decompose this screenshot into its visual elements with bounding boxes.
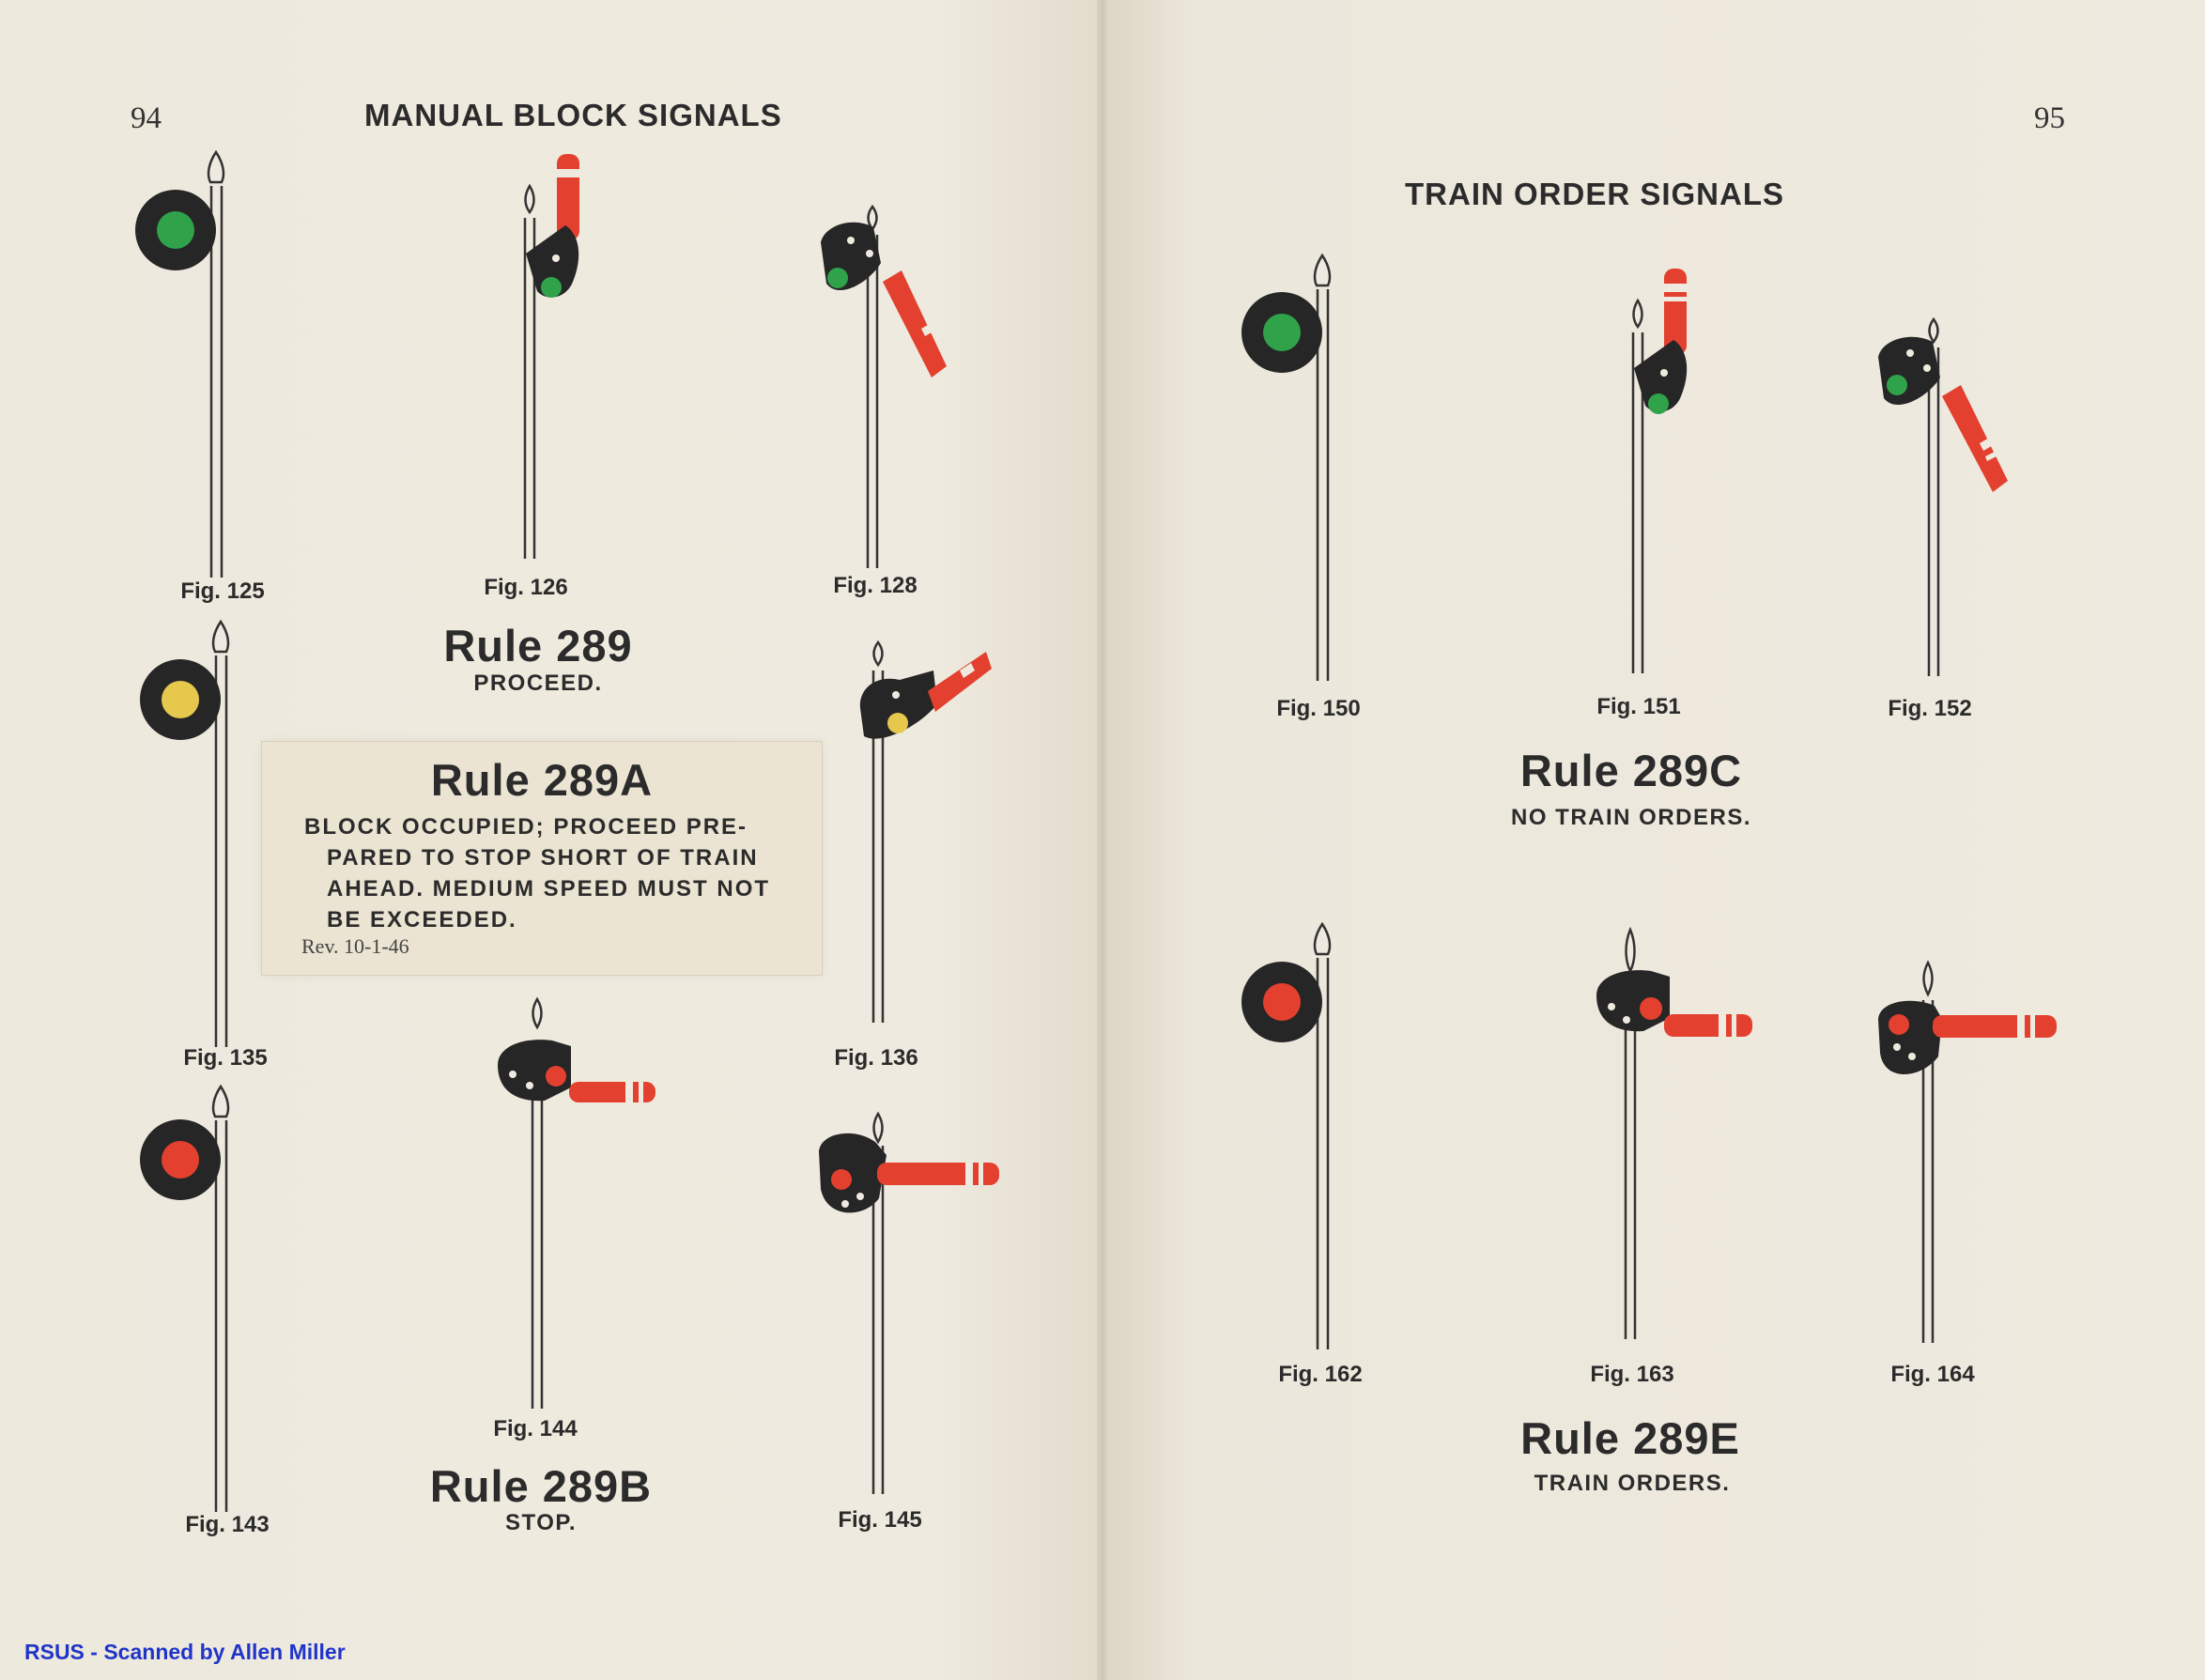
figure-caption: Fig. 164 (1890, 1362, 1975, 1387)
figure-caption: Fig. 152 (1888, 696, 1972, 721)
page-number-right: 95 (2034, 101, 2065, 135)
semaphore-stop-icon (819, 1111, 999, 1494)
disc-signal-yellow-icon (140, 619, 230, 1047)
figure-caption: Fig. 145 (838, 1507, 922, 1533)
figure-caption: Fig. 136 (834, 1045, 918, 1071)
figure-caption: Fig. 125 (180, 578, 265, 604)
semaphore-stop-icon (498, 996, 655, 1409)
figure-caption: Fig. 143 (185, 1512, 270, 1537)
rule-289e-description: TRAIN ORDERS. (1534, 1471, 1731, 1496)
semaphore-proceed-icon (523, 154, 579, 559)
disc-signal-red-icon (1241, 921, 1332, 1349)
running-head-left: MANUAL BLOCK SIGNALS (364, 98, 782, 132)
rule-289e-title: Rule 289E (1520, 1413, 1740, 1463)
disc-signal-green-icon (135, 149, 225, 578)
semaphore-caution-icon (859, 640, 992, 1023)
figure-caption: Fig. 135 (183, 1045, 268, 1071)
rule-289a-line: BLOCK OCCUPIED; PROCEED PRE- (304, 814, 748, 840)
semaphore-stop-icon (1878, 960, 2057, 1343)
figure-caption: Fig. 162 (1278, 1362, 1363, 1387)
figure-caption: Fig. 151 (1596, 694, 1681, 719)
rule-289a-revision: Rev. 10-1-46 (301, 934, 409, 958)
rule-289b-description: STOP. (505, 1510, 577, 1535)
rule-289-description: PROCEED. (473, 670, 603, 696)
figure-caption: Fig. 144 (493, 1416, 578, 1441)
figure-caption: Fig. 163 (1590, 1362, 1674, 1387)
rule-289a-line: PARED TO STOP SHORT OF TRAIN (327, 845, 759, 871)
semaphore-proceed-icon (1878, 316, 2008, 676)
semaphore-proceed-icon (1631, 269, 1688, 673)
rule-289a-line: BE EXCEEDED. (327, 907, 517, 932)
book-gutter (1097, 0, 1108, 1680)
figure-caption: Fig. 150 (1276, 696, 1361, 721)
rule-289a-pasted-slip: Rule 289A BLOCK OCCUPIED; PROCEED PRE- P… (261, 741, 823, 976)
semaphore-stop-icon (1596, 926, 1752, 1339)
running-head-right: TRAIN ORDER SIGNALS (1405, 177, 1785, 211)
semaphore-proceed-icon (821, 204, 947, 568)
rule-289c-title: Rule 289C (1519, 746, 1743, 795)
disc-signal-green-icon (1241, 253, 1332, 681)
page-number-left: 94 (131, 101, 162, 135)
rule-289b-title: Rule 289B (429, 1461, 653, 1511)
rule-289c-description: NO TRAIN ORDERS. (1510, 805, 1752, 830)
figure-caption: Fig. 128 (833, 573, 917, 598)
right-page (1106, 0, 2205, 1680)
rule-289a-title: Rule 289A (430, 755, 654, 805)
rule-289-title: Rule 289 (443, 621, 633, 670)
disc-signal-red-icon (140, 1084, 230, 1512)
rule-289a-line: AHEAD. MEDIUM SPEED MUST NOT (327, 876, 771, 902)
figure-caption: Fig. 126 (484, 575, 568, 600)
scan-credit: RSUS - Scanned by Allen Miller (24, 1640, 346, 1664)
